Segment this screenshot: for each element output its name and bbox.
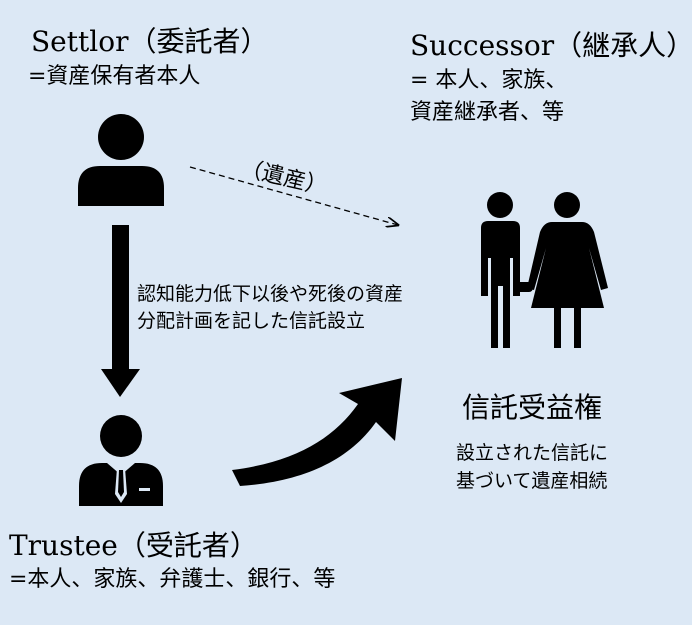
inheritance-dashed-arrow: [189, 166, 398, 225]
trustee-title: Trustee（受託者）: [9, 529, 258, 562]
successor-title: Successor（継承人）: [410, 29, 692, 62]
successor-couple-icon: [481, 192, 608, 348]
beneficial-right-line1: 設立された信託に: [456, 442, 609, 464]
trustee-to-beneficiary-curved-arrow: [232, 378, 402, 486]
beneficial-right-line2: 基づいて遺産相続: [456, 470, 608, 492]
settlor-person-icon: [78, 114, 164, 206]
trust-plan-line1: 認知能力低下以後や死後の資産: [137, 283, 404, 305]
successor-subtitle-line1: = 本人、家族、: [410, 68, 568, 93]
settlor-title: Settlor（委託者）: [31, 25, 269, 58]
settlor-to-trustee-arrow: [101, 225, 140, 397]
beneficial-right-title: 信託受益権: [462, 391, 603, 424]
successor-subtitle-line2: 資産継承者、等: [410, 100, 565, 125]
trustee-subtitle: =本人、家族、弁護士、銀行、等: [9, 567, 336, 592]
settlor-subtitle: =資産保有者本人: [28, 64, 201, 89]
trust-plan-line2: 分配計画を記した信託設立: [137, 310, 366, 332]
trustee-suit-icon: [79, 415, 163, 506]
